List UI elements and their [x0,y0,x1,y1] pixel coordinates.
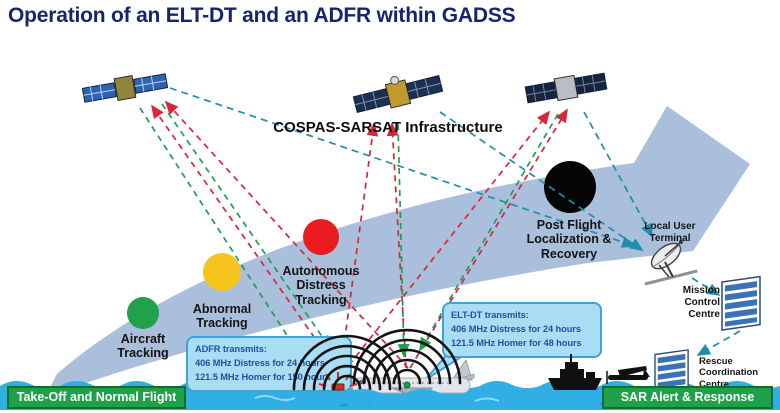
phase-label-line: Post Flight [536,218,602,232]
callout-line: 406 MHz Distress for 24 hours [195,357,325,368]
phase-dot-autonomous-distress [303,219,339,255]
phase-label-line: Abnormal [192,302,252,316]
rescue-coordination-centre-label: Rescue Coordination Centre [699,356,759,390]
phase-label-line: Tracking [117,346,169,361]
callout-line: 121.5 MHz Homer for 48 hours [451,337,582,348]
phase-label-aircraft-tracking: Aircraft Tracking [93,332,193,361]
elt-dt-transmit-callout: ELT-DT transmits: 406 MHz Distress for 2… [442,302,602,358]
callout-line: ADFR transmits: [195,344,267,354]
building-icon-mcc [721,275,761,331]
phase-label-post-flight: Post Flight Localization & Recovery [512,218,626,261]
page-title: Operation of an ELT-DT and an ADFR withi… [8,4,516,27]
satellite-icon-left [81,73,169,103]
adfr-transmit-callout: ADFR transmits: 406 MHz Distress for 24 … [186,336,352,392]
downlink-signal-lines [169,87,741,356]
satellite-icon-right [524,72,608,104]
homer-signal-lines [139,103,559,362]
phase-dot-post-flight [544,161,596,213]
phase-label-line: Aircraft [120,332,166,346]
banner-sar-alert-response: SAR Alert & Response [602,386,773,409]
phase-label-line: Tracking [295,292,347,307]
cospas-sarsat-label: COSPAS-SARSAT Infrastructure [273,119,503,136]
phase-label-line: Localization & [526,232,612,247]
mission-control-centre-label: Mission Control Centre [682,285,720,320]
phase-dot-aircraft-tracking [127,297,159,329]
callout-line: ELT-DT transmits: [451,310,529,320]
phase-label-line: Autonomous [282,264,360,278]
phase-dot-abnormal-tracking [203,253,241,291]
antenna-dish-icon [644,240,698,286]
satellite-icon-middle [352,74,444,114]
local-user-terminal-label: Local User Terminal [644,221,696,244]
callout-line: 121.5 MHz Homer for 150 hours [195,371,331,382]
banner-takeoff-normal-flight: Take-Off and Normal Flight [7,386,186,409]
callout-line: 406 MHz Distress for 24 hours [451,323,581,334]
phase-label-line: Distress [296,278,346,293]
phase-label-line: Recovery [540,246,598,261]
phase-label-autonomous-distress: Autonomous Distress Tracking [263,264,379,307]
phase-label-line: Tracking [196,316,248,331]
phase-label-abnormal-tracking: Abnormal Tracking [172,302,272,331]
